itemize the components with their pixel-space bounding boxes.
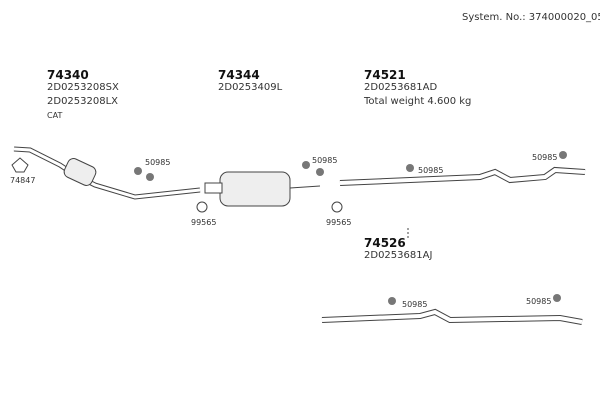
part-number-74521[interactable]: 74521 bbox=[364, 68, 406, 82]
front-pipe-with-catalyst[interactable] bbox=[13, 146, 201, 200]
part-code: 2D0253409L bbox=[218, 82, 283, 93]
clamp-icon bbox=[196, 201, 343, 213]
hanger-label[interactable]: 50985 bbox=[418, 166, 444, 175]
hanger-icon bbox=[134, 151, 567, 305]
part-number-74340[interactable]: 74340 bbox=[47, 68, 89, 82]
gasket-icon[interactable] bbox=[11, 157, 29, 173]
hanger-label[interactable]: 50985 bbox=[145, 158, 171, 167]
hanger-label[interactable]: 50985 bbox=[526, 297, 552, 306]
part-code: 2D0253208SX bbox=[47, 82, 119, 93]
hanger-label[interactable]: 50985 bbox=[312, 156, 338, 165]
system-number: System. No.: 374000020_05 bbox=[462, 12, 600, 23]
gasket-label[interactable]: 74847 bbox=[10, 176, 36, 185]
rear-pipe-74526[interactable] bbox=[321, 308, 583, 325]
part-code: 2D0253681AJ bbox=[364, 250, 433, 261]
middle-silencer[interactable] bbox=[204, 171, 321, 207]
part-note: Total weight 4.600 kg bbox=[364, 96, 472, 107]
part-number-74526[interactable]: 74526 bbox=[364, 236, 406, 250]
rear-pipe-74521[interactable] bbox=[339, 166, 586, 186]
part-note: CAT bbox=[47, 111, 63, 120]
clamp-label[interactable]: 99565 bbox=[191, 218, 217, 227]
part-number-74344[interactable]: 74344 bbox=[218, 68, 260, 82]
hanger-label[interactable]: 50985 bbox=[532, 153, 558, 162]
part-code: 2D0253208LX bbox=[47, 96, 119, 107]
clamp-label[interactable]: 99565 bbox=[326, 218, 352, 227]
hanger-label[interactable]: 50985 bbox=[402, 300, 428, 309]
part-code: 2D0253681AD bbox=[364, 82, 438, 93]
